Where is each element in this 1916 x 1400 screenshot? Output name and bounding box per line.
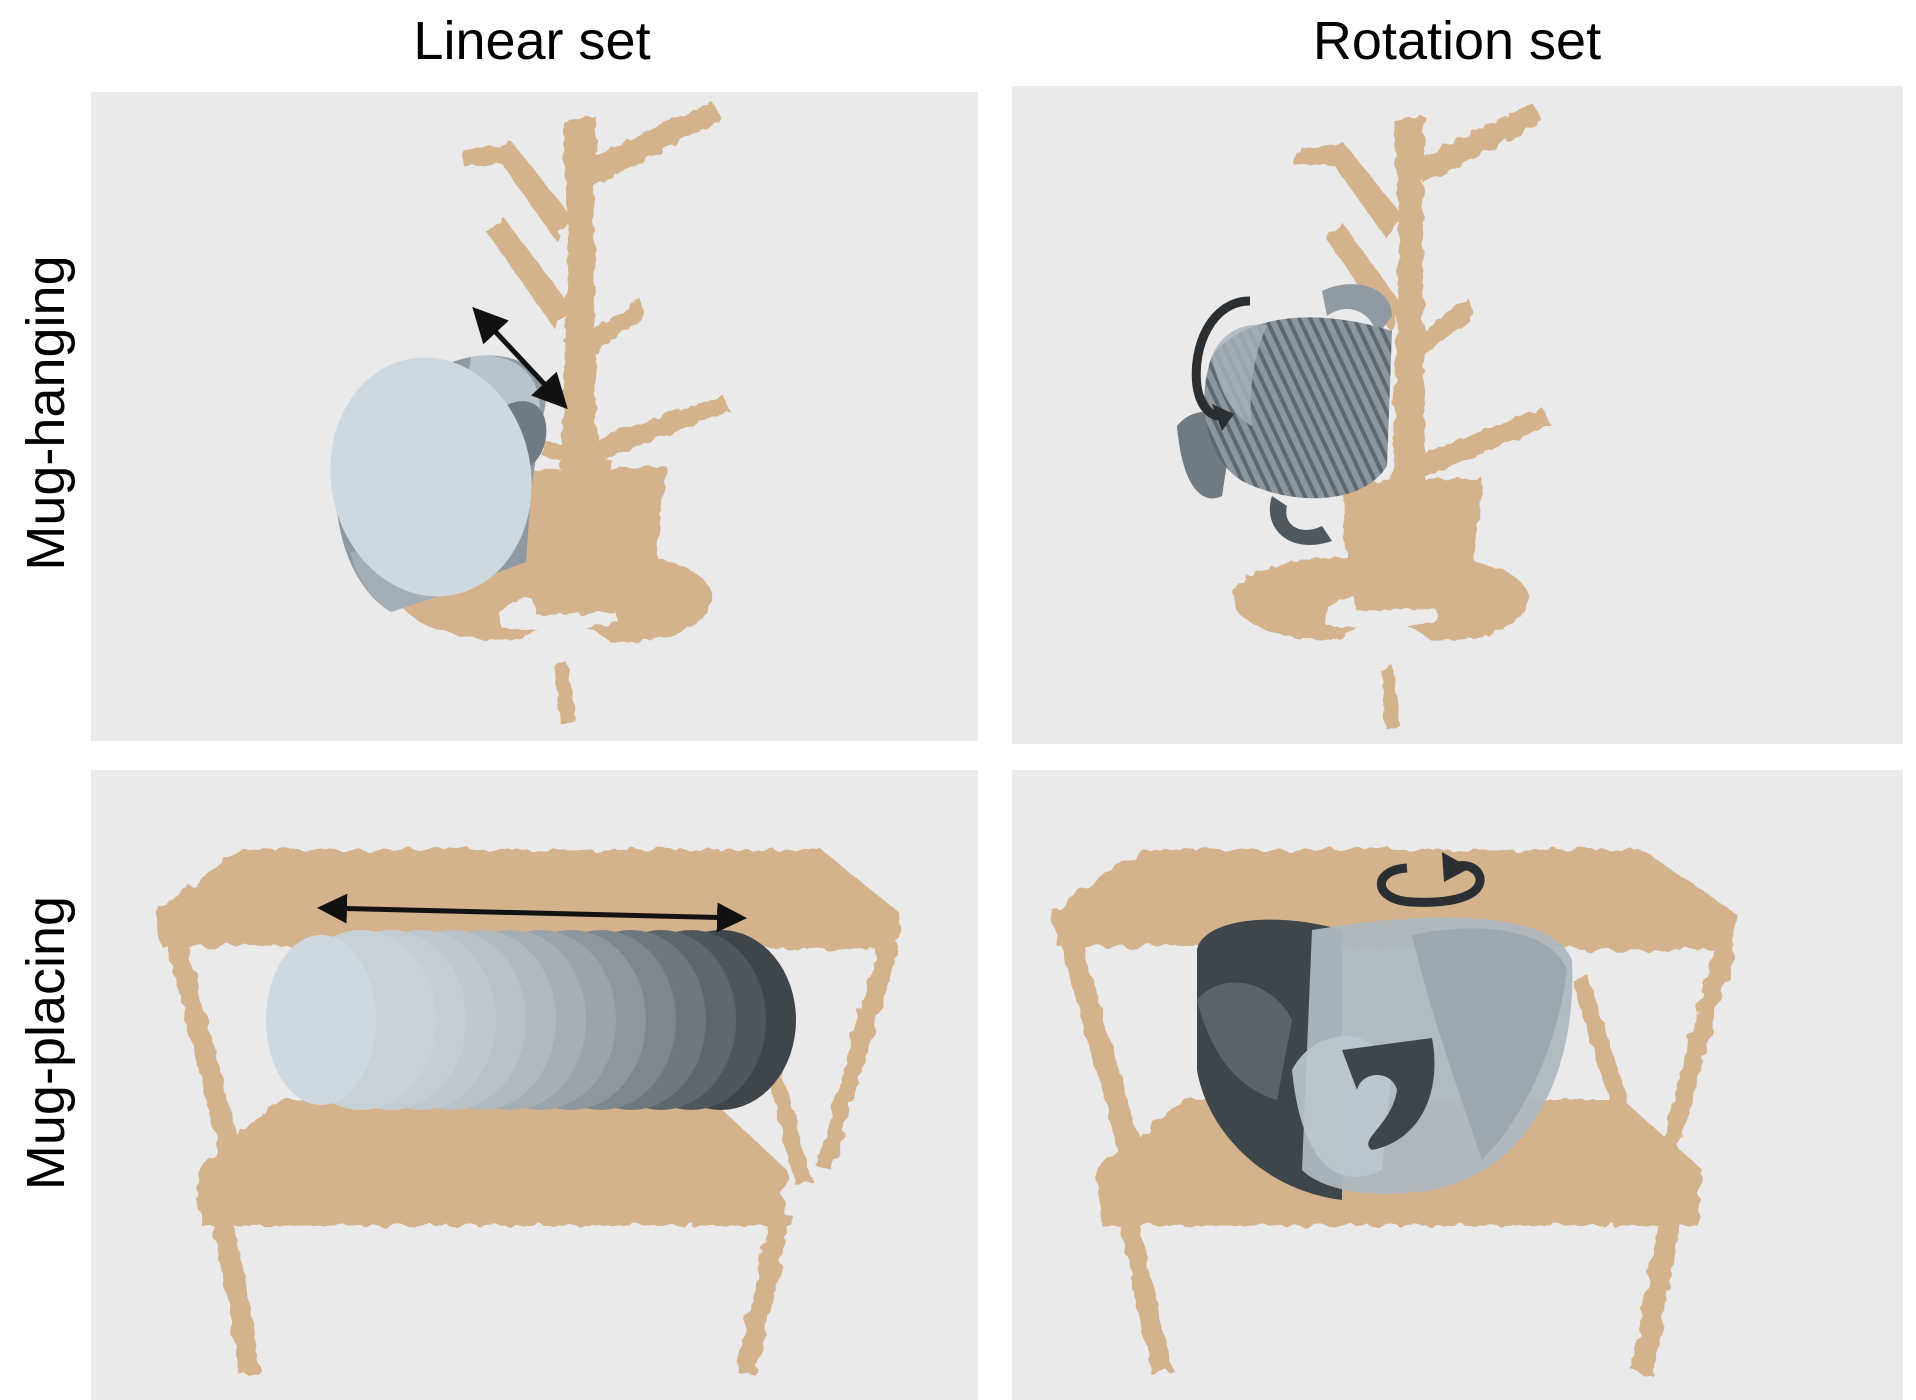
circular-arrow-icon [1191, 296, 1251, 421]
mug-sweep [266, 930, 796, 1110]
rotating-mug-model [1177, 284, 1392, 545]
column-title-linear-set: Linear set [413, 11, 651, 71]
mug-tree-point-cloud [1232, 103, 1551, 729]
double-arrow-icon [317, 893, 747, 933]
circular-arrow-icon [1376, 861, 1485, 907]
double-arrow-icon [472, 306, 568, 410]
mug-hanging-rotation-illustration [1177, 103, 1551, 729]
row-title-mug-placing: Mug-placing [16, 895, 76, 1191]
row-title-mug-hanging: Mug-hanging [16, 255, 76, 571]
mug-tree-point-cloud [397, 101, 730, 725]
mug-hanging-linear-illustration [330, 101, 730, 725]
column-title-rotation-set: Rotation set [1312, 11, 1602, 71]
shelf-point-cloud [155, 849, 902, 1376]
mug-model [330, 355, 547, 612]
rotating-mug-overlay [1197, 917, 1573, 1200]
panel-mug-placing-rotation [1012, 770, 1903, 1400]
mug-placing-rotation-illustration [1051, 849, 1738, 1376]
panel-mug-placing-linear [91, 770, 978, 1400]
panel-mug-hanging-linear [91, 92, 978, 741]
mug-placing-linear-illustration [155, 849, 902, 1376]
panel-mug-hanging-rotation [1012, 86, 1903, 744]
